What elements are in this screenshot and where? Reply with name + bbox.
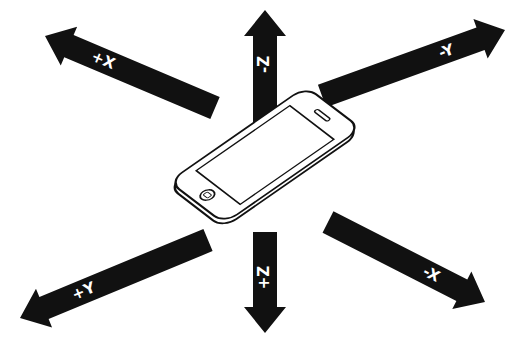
axis-label: -Z (257, 56, 272, 73)
axis-arrow (323, 211, 485, 309)
axis-arrow (45, 27, 220, 119)
axis-arrow (244, 232, 286, 333)
home-button-mark (203, 192, 212, 198)
axis-label: +Z (257, 266, 272, 289)
earpiece (314, 109, 331, 122)
axis-arrow (20, 229, 213, 328)
phone-body (169, 87, 361, 224)
phone-screen (196, 106, 334, 205)
axis-arrows (20, 10, 505, 333)
iphone-illustration (166, 87, 364, 229)
axis-arrow (318, 19, 505, 107)
home-button (197, 188, 217, 203)
